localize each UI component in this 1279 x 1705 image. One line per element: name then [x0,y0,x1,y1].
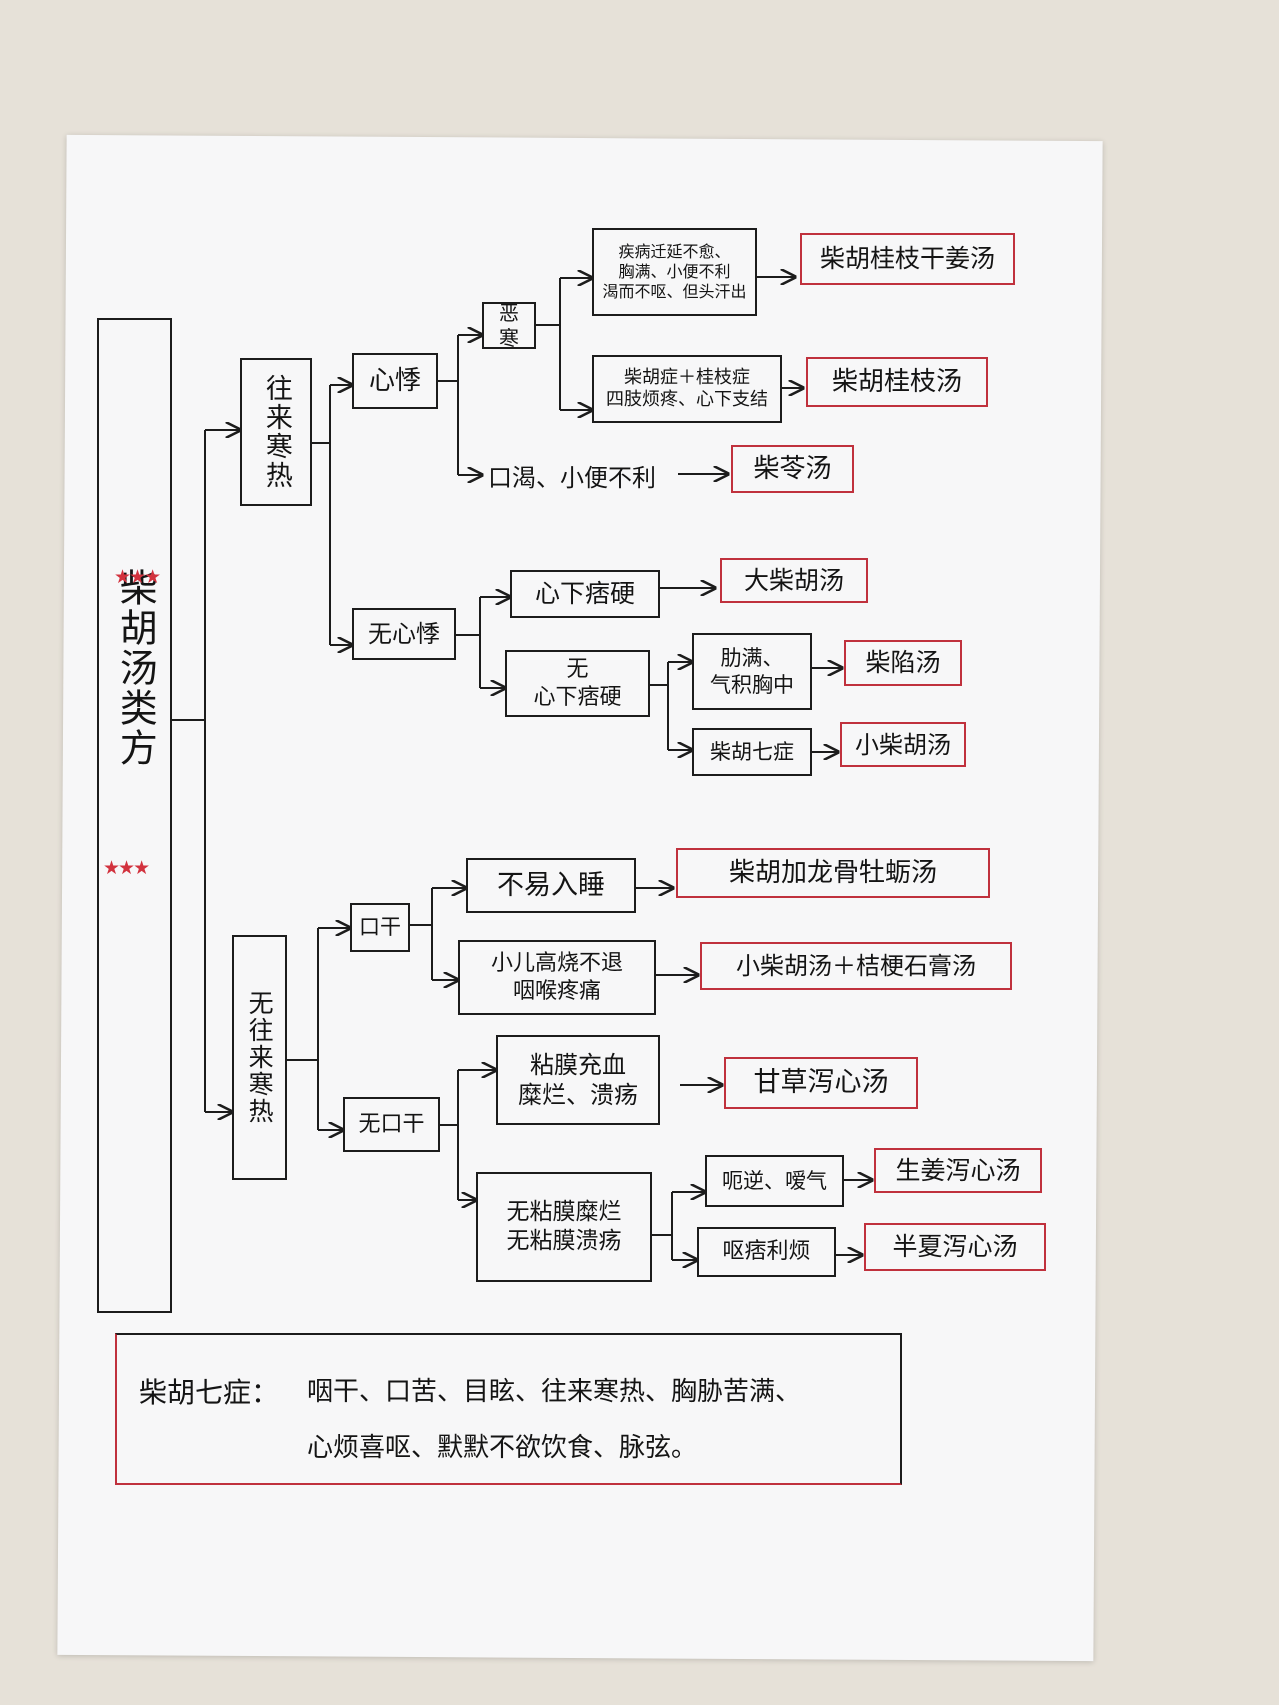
formula-shengjiang-xiexin: 生姜泻心汤 [874,1148,1042,1193]
stars-bottom: ★★★ [103,857,150,879]
formula-xiao-chaihu: 小柴胡汤 [840,722,966,767]
node-palpitation: 心悸 [352,353,438,409]
node-no-hot-cold: 无往来寒热 [232,935,287,1180]
formula-da-chaihu: 大柴胡汤 [720,558,868,603]
formula-chaixian: 柴陷汤 [844,640,962,686]
node-hot-cold: 往来寒热 [240,358,312,506]
node-dry-mouth: 口干 [350,903,410,952]
node-thirst: 口渴、小便不利 [488,464,656,492]
stars-top: ★★★ [114,566,161,588]
node-symptom-b: 柴胡症＋桂枝症 四肢烦疼、心下支结 [592,355,782,423]
formula-chaihu-longgu-muli: 柴胡加龙骨牡蛎汤 [676,848,990,898]
note-line-1: 咽干、口苦、目眩、往来寒热、胸胁苦满、 [307,1377,802,1407]
root-title-box: 柴胡汤类方 [97,318,172,1313]
note-line-2: 心烦喜呕、默默不欲饮食、脉弦。 [307,1433,698,1463]
node-no-mucosa: 无粘膜糜烂 无粘膜溃疡 [476,1172,652,1282]
node-vomit-belch: 呃逆、嗳气 [705,1155,844,1207]
node-mucosa: 粘膜充血 糜烂、溃疡 [496,1035,660,1125]
node-chest-full: 肋满、 气积胸中 [692,633,812,710]
node-no-palpitation: 无心悸 [352,608,456,660]
formula-chailing: 柴苓汤 [731,445,854,493]
formula-xiao-chaihu-jiegeng-shigao: 小柴胡汤＋桔梗石膏汤 [700,942,1012,990]
node-aversion-cold: 恶寒 [482,301,536,350]
node-stuffiness: 心下痞硬 [510,570,660,618]
node-symptom-a: 疾病迁延不愈、 胸满、小便不利 渴而不呕、但头汗出 [592,228,757,316]
note-label: 柴胡七症： [139,1376,280,1409]
formula-gancao-xiexin: 甘草泻心汤 [724,1057,918,1109]
note-box: 柴胡七症： 咽干、口苦、目眩、往来寒热、胸胁苦满、 心烦喜呕、默默不欲饮食、脉弦… [115,1333,902,1485]
root-title: 柴胡汤类方 [113,568,158,768]
node-child-fever: 小儿高烧不退 咽喉疼痛 [458,940,656,1015]
formula-chaihu-guizhi: 柴胡桂枝汤 [806,357,988,407]
node-seven-symptoms: 柴胡七症 [692,728,812,776]
formula-chaihu-guizhi-ganjiang: 柴胡桂枝干姜汤 [800,233,1015,285]
formula-banxia-xiexin: 半夏泻心汤 [864,1223,1046,1271]
node-no-dry-mouth: 无口干 [343,1097,440,1152]
node-insomnia: 不易入睡 [466,858,636,913]
node-no-stuffiness: 无 心下痞硬 [505,650,650,717]
node-vomit-diarrhea: 呕痞利烦 [697,1227,836,1277]
